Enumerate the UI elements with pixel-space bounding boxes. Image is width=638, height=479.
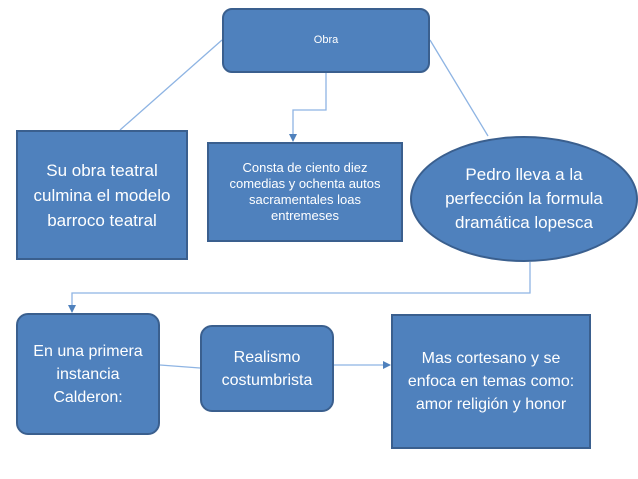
node-su-obra-teatral-text: Su obra teatral culmina el modelo barroc…: [33, 160, 171, 230]
node-mas-text: Mas cortesano y se enfoca en temas como:…: [407, 350, 575, 413]
node-realismo-costumbrista: Realismo costumbrista: [200, 325, 334, 412]
connector-en-una-to-realismo: [159, 364, 201, 369]
node-su-obra-teatral: Su obra teatral culmina el modelo barroc…: [16, 130, 188, 260]
node-pedro: Pedro lleva a la perfección la formula d…: [410, 136, 638, 262]
node-pedro-text: Pedro lleva a la perfección la formula d…: [445, 165, 603, 232]
node-obra-text: Obra: [313, 33, 339, 46]
node-en-una-primera-instancia: En una primera instancia Calderon:: [16, 313, 160, 435]
node-obra: Obra: [222, 8, 430, 73]
node-en-una-text: En una primera instancia Calderon:: [33, 342, 143, 406]
connector-obra-to-su-obra: [119, 39, 223, 131]
connector-obra-to-consta: [289, 73, 327, 142]
connector-pedro-to-en-una: [68, 262, 531, 313]
node-realismo-text: Realismo costumbrista: [221, 348, 313, 389]
node-mas-cortesano: Mas cortesano y se enfoca en temas como:…: [391, 314, 591, 449]
connector-obra-to-pedro: [429, 39, 489, 137]
node-consta: Consta de ciento diez comedias y ochenta…: [207, 142, 403, 242]
node-consta-text: Consta de ciento diez comedias y ochenta…: [229, 160, 381, 223]
